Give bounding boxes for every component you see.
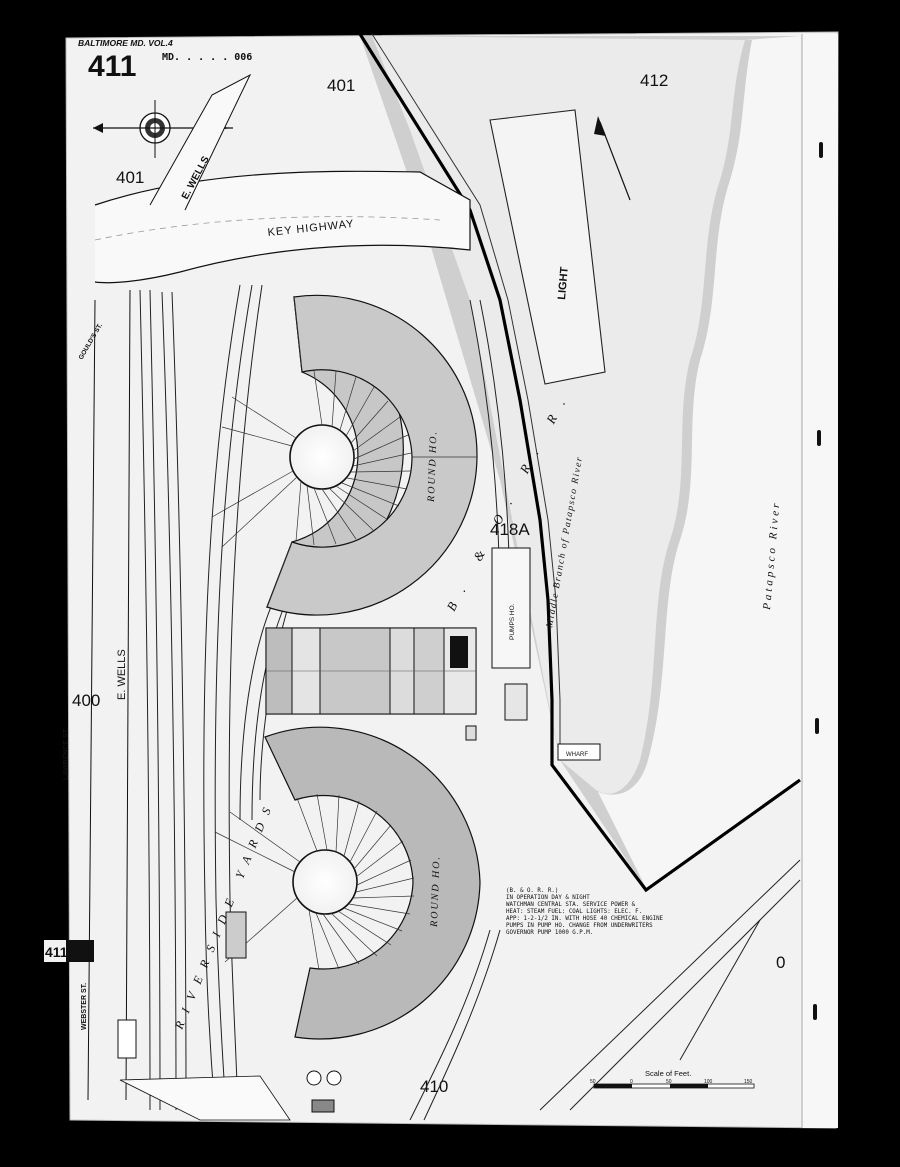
binding-holes	[813, 142, 823, 1020]
svg-text:Scale of Feet.: Scale of Feet.	[645, 1069, 691, 1078]
corner-zero: 0	[776, 953, 785, 972]
small-structures	[117, 911, 342, 1121]
fire-protection-note: (B. & O. R. R.) IN OPERATION DAY & NIGHT…	[506, 888, 664, 936]
round-house-lower-label: ROUND HO.	[429, 855, 443, 928]
svg-text:(B. & O. R. R.): (B. & O. R. R.)	[506, 888, 558, 894]
svg-text:150: 150	[744, 1079, 753, 1085]
webster-street-label: WEBSTER ST.	[81, 983, 88, 1030]
sheet-header: BALTIMORE MD. VOL.4	[78, 38, 173, 48]
north-arrow-icon	[594, 116, 631, 201]
light-street-pier: LIGHT	[489, 109, 606, 385]
pumps-house: PUMPS HO.	[465, 547, 531, 741]
svg-text:50: 50	[666, 1079, 672, 1085]
volume-code: MD. . . . . 006	[162, 52, 252, 63]
adjoining-sheet-left: 400	[72, 691, 100, 710]
adjoining-sheet-bottom: 410	[420, 1077, 448, 1096]
adjoining-sheet-inset: 418A	[490, 520, 530, 539]
svg-text:HEAT: STEAM FUEL: COAL LIGHTS:: HEAT: STEAM FUEL: COAL LIGHTS: ELEC. F.	[506, 909, 642, 915]
adjoining-sheet-top-center: 401	[327, 76, 355, 95]
railroad-tracks	[139, 284, 801, 1121]
adjoining-sheet-top-left: 401	[116, 168, 144, 187]
svg-text:PUMPS IN PUMP HO. CHANGE FROM: PUMPS IN PUMP HO. CHANGE FROM UNDERWRITE…	[506, 923, 653, 929]
svg-text:WHARF: WHARF	[566, 752, 588, 758]
lawrence-street-label: LAWRENCE ST.	[63, 728, 70, 780]
svg-text:0: 0	[630, 1079, 633, 1085]
svg-text:E. WELLS: E. WELLS	[116, 649, 128, 700]
bulkhead-line	[358, 33, 801, 893]
svg-text:PUMPS HO.: PUMPS HO.	[509, 603, 516, 640]
svg-text:100: 100	[704, 1079, 713, 1085]
svg-text:GOVERNOR PUMP 1000 G.P.M.: GOVERNOR PUMP 1000 G.P.M.	[506, 930, 593, 936]
round-house-upper-label: ROUND HO.	[426, 430, 440, 503]
round-house-upper: ROUND HO.	[211, 294, 478, 616]
adjoining-sheet-top-right: 412	[640, 71, 668, 90]
wharf: WHARF	[557, 743, 601, 761]
side-tab: 411	[44, 940, 94, 962]
round-house-lower: ROUND HO.	[214, 726, 481, 1040]
sheet-page-number: 411	[88, 50, 136, 83]
bank-fill	[598, 36, 800, 892]
svg-text:411: 411	[45, 944, 68, 960]
light-street-label: LIGHT	[556, 266, 571, 300]
svg-text:WATCHMAN CENTRAL STA. SERVICE: WATCHMAN CENTRAL STA. SERVICE POWER &	[506, 902, 636, 908]
right-margin-strip	[802, 34, 838, 1128]
scale-bar: Scale of Feet. 50 0 50 100 150	[590, 1069, 755, 1089]
svg-text:IN OPERATION DAY & NIGHT: IN OPERATION DAY & NIGHT	[506, 895, 590, 901]
svg-text:APP: 1-2-1/2 IN. WITH HOSE 40: APP: 1-2-1/2 IN. WITH HOSE 40 CHEMICAL E…	[506, 916, 664, 922]
svg-text:50: 50	[590, 1079, 596, 1085]
shop-buildings	[265, 627, 477, 715]
